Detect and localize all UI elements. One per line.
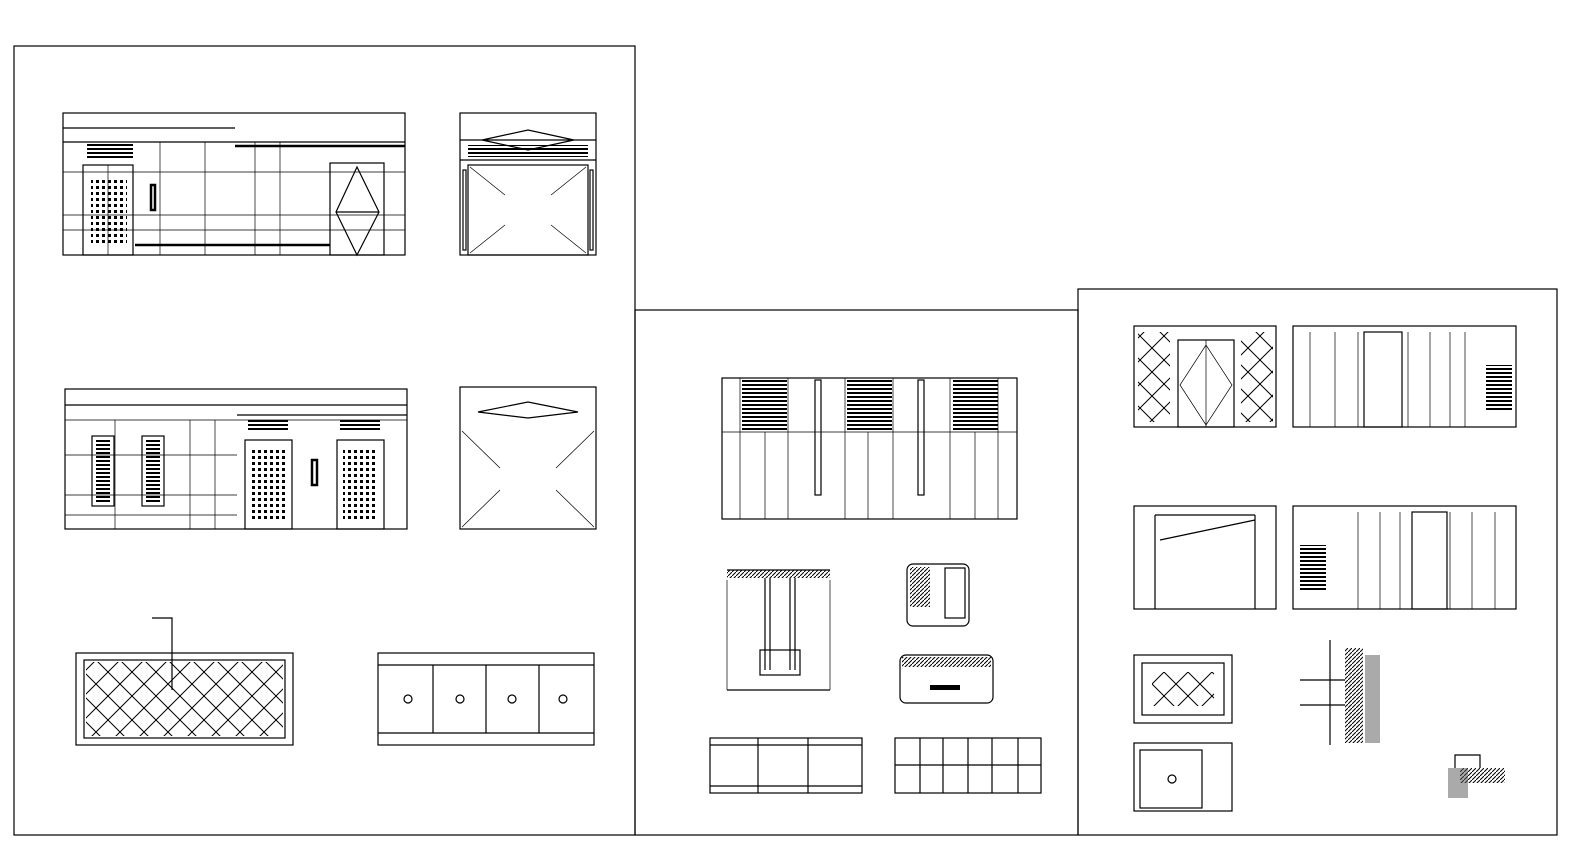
sheet-frame-3 bbox=[1077, 288, 1558, 836]
floor-plan-panels-a bbox=[709, 737, 863, 794]
detail-threshold bbox=[899, 654, 994, 704]
detail-wall-section bbox=[1300, 640, 1380, 745]
detail-section-door bbox=[726, 569, 831, 691]
section-lobby-b bbox=[459, 386, 597, 530]
elevation-elevators-b bbox=[1292, 505, 1517, 610]
ceiling-plan-small-diamond bbox=[1133, 654, 1233, 724]
floor-plan-grid bbox=[894, 737, 1042, 794]
elevation-lobby-a bbox=[62, 112, 406, 257]
ceiling-plan-diamond bbox=[75, 617, 294, 746]
detail-corner bbox=[906, 563, 970, 627]
section-lobby-a bbox=[459, 112, 597, 256]
ceiling-plan-light bbox=[1133, 742, 1233, 812]
ceiling-plan-panels bbox=[377, 652, 595, 746]
detail-floor-edge bbox=[1448, 754, 1505, 798]
elevation-lobby-b bbox=[64, 388, 408, 530]
section-elevator-c bbox=[1133, 505, 1277, 610]
elevation-lobby-c bbox=[721, 377, 1018, 520]
elevation-elevators-a bbox=[1292, 325, 1517, 428]
elevation-door-lattice bbox=[1133, 325, 1277, 428]
